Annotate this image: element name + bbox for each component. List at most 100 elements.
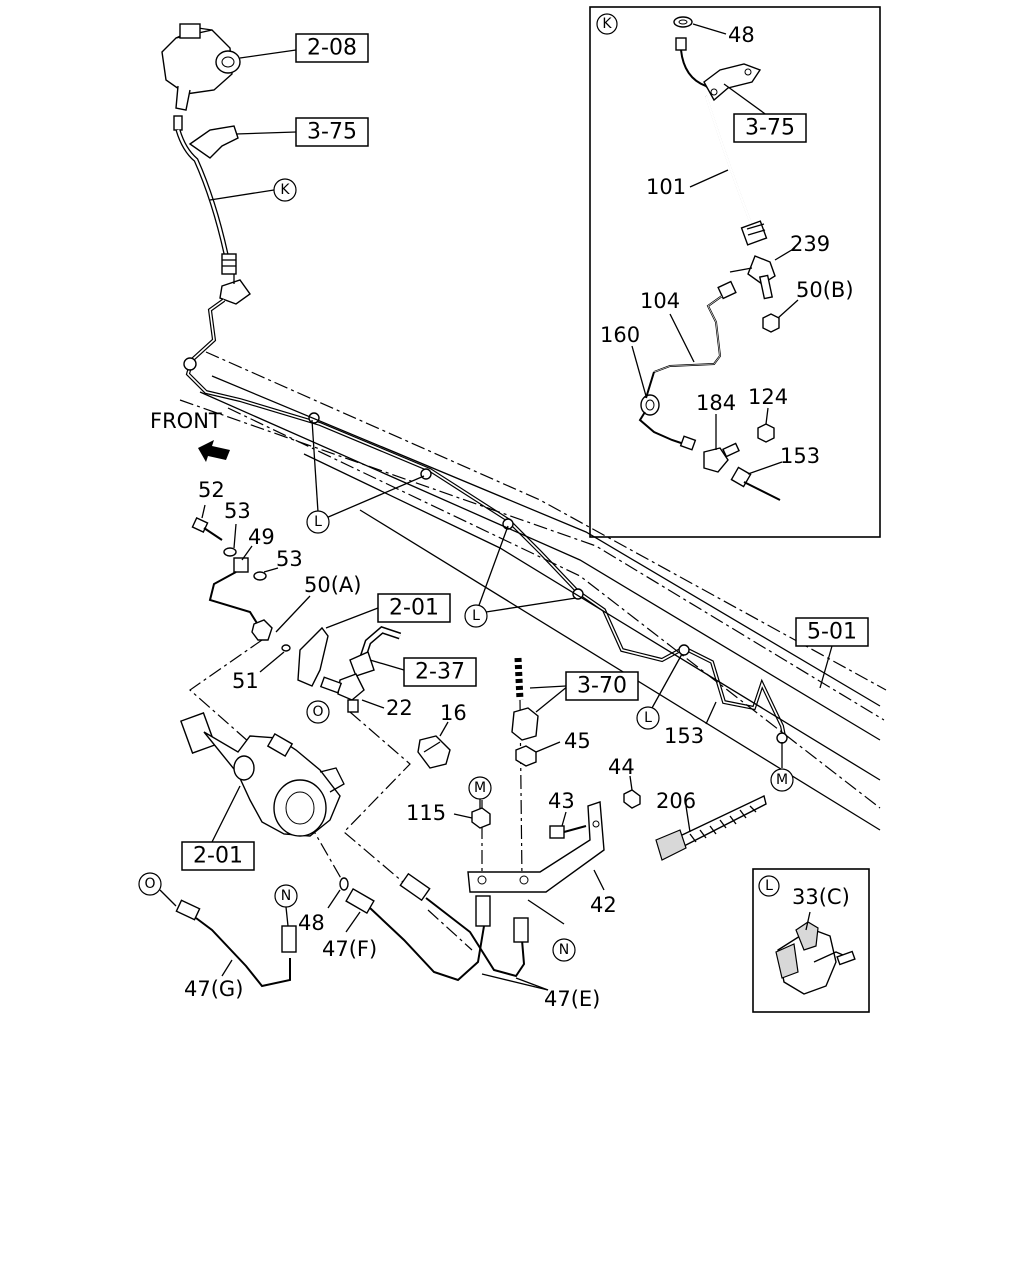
pipe-47f: [345, 887, 491, 982]
dashed-leader-1: [189, 639, 263, 751]
callout-49: 49: [248, 525, 275, 549]
callout-50b: 50(B): [796, 278, 854, 302]
circle-l-a: L: [306, 510, 330, 534]
washer-51: [281, 644, 291, 652]
clamp-16: [417, 735, 451, 769]
dashed-leader-3: [295, 799, 343, 881]
ref-box-201-top: [377, 593, 451, 623]
letter-m-a: M: [776, 772, 788, 788]
tee-22: [319, 673, 365, 713]
circle-l-b: L: [464, 604, 488, 628]
inset-l-label: L: [758, 875, 780, 897]
callout-51: 51: [232, 669, 259, 693]
letter-n-b: N: [559, 942, 569, 958]
ref-201-bottom: 2-01: [193, 844, 243, 869]
washer-48-inset: [673, 16, 693, 28]
callout-53-a: 53: [224, 499, 251, 523]
washer-53-a: [223, 547, 237, 557]
letter-l-c: L: [644, 710, 652, 726]
washer-53-b: [253, 571, 267, 581]
circle-n-b: N: [552, 938, 576, 962]
nut-124: [757, 423, 775, 443]
ref-box-201-bottom: [181, 841, 255, 871]
dashed-leader-7: [527, 899, 565, 925]
ref-501: 5-01: [807, 620, 857, 645]
inset-k-letter: K: [602, 16, 612, 32]
booster-201: [180, 712, 345, 837]
callout-44: 44: [608, 755, 635, 779]
callout-101: 101: [646, 175, 686, 199]
ref-375-inset: 3-75: [745, 116, 795, 141]
circle-m-b: M: [468, 776, 492, 800]
inset-k-frame: [589, 6, 881, 538]
front-label: FRONT: [150, 409, 222, 433]
callout-53-b: 53: [276, 547, 303, 571]
hose-237: [349, 626, 402, 677]
callout-115: 115: [406, 801, 446, 825]
callout-184: 184: [696, 391, 736, 415]
circle-k-main: K: [273, 178, 297, 202]
hose-101: [675, 37, 768, 246]
pipe-49: [208, 557, 273, 641]
pipe-47e: [399, 872, 529, 978]
letter-m-b: M: [474, 780, 486, 796]
connector-184: [703, 442, 740, 473]
circle-o-b: O: [138, 872, 162, 896]
pipe-clips: [183, 357, 788, 744]
callout-160: 160: [600, 323, 640, 347]
letter-l-b: L: [472, 608, 480, 624]
letter-o-a: O: [312, 704, 323, 720]
letter-l-a: L: [314, 514, 322, 530]
front-arrow-icon: [198, 440, 230, 462]
ref-box-501: [795, 617, 869, 647]
callout-47e: 47(E): [544, 987, 600, 1011]
tee-main: [219, 279, 251, 305]
callout-45: 45: [564, 729, 591, 753]
ref-201-top: 2-01: [389, 596, 439, 621]
bracket-42: [467, 801, 605, 893]
master-cylinder: [161, 23, 241, 111]
inset-l-frame: [752, 868, 870, 1013]
callout-52: 52: [198, 478, 225, 502]
ref-box-370: [565, 671, 639, 701]
callout-48-bottom: 48: [298, 911, 325, 935]
nut-50b: [762, 313, 780, 333]
letter-l-inset: L: [765, 878, 773, 894]
callout-43: 43: [548, 789, 575, 813]
pipe-153-inset: [730, 466, 781, 501]
grommet-160: [638, 371, 697, 451]
callout-47g: 47(G): [184, 977, 243, 1001]
ref-box-375-inset: [733, 113, 807, 143]
callout-206: 206: [656, 789, 696, 813]
nut-115: [471, 807, 491, 829]
stud-370: [511, 657, 539, 741]
bracket-201-top: [297, 626, 329, 687]
callout-239: 239: [790, 232, 830, 256]
callout-33c: 33(C): [792, 885, 850, 909]
letter-k-main: K: [280, 182, 290, 198]
ref-370: 3-70: [577, 674, 627, 699]
frame-rail: [179, 351, 887, 831]
callout-48-inset: 48: [728, 23, 755, 47]
letter-o-b: O: [144, 876, 155, 892]
tee-239: [729, 255, 776, 300]
callout-16: 16: [440, 701, 467, 725]
cable-tie-206: [655, 795, 767, 861]
ref-box-237: [403, 657, 477, 687]
letter-n-a: N: [281, 888, 291, 904]
ref-208: 2-08: [307, 36, 357, 61]
callout-124: 124: [748, 385, 788, 409]
pipe-47g: [175, 899, 297, 988]
callout-153-main: 153: [664, 724, 704, 748]
circle-l-c: L: [636, 706, 660, 730]
bracket-main: [188, 125, 239, 159]
dashed-leader-2: [343, 711, 411, 889]
callout-153-inset: 153: [780, 444, 820, 468]
callout-50a: 50(A): [304, 573, 361, 597]
ref-375-main: 3-75: [307, 120, 357, 145]
clip-33c: [775, 921, 856, 995]
nut-45: [515, 745, 537, 767]
dashed-leader-4: [427, 909, 473, 951]
callout-104: 104: [640, 289, 680, 313]
